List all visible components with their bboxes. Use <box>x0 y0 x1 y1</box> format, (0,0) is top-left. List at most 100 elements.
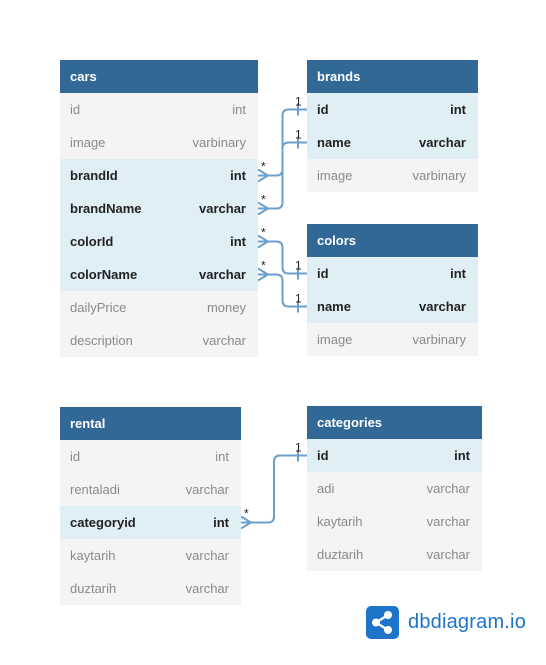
field-name: name <box>317 299 351 314</box>
field-name: duztarih <box>317 547 364 562</box>
field-row-categories-duztarih[interactable]: duztarih varchar <box>307 538 482 571</box>
field-name: image <box>70 135 106 150</box>
cardinality-one: 1 <box>295 441 302 455</box>
field-row-categories-kaytarih[interactable]: kaytarih varchar <box>307 505 482 538</box>
field-row-cars-brandName[interactable]: brandName varchar <box>60 192 258 225</box>
field-row-categories-adi[interactable]: adi varchar <box>307 472 482 505</box>
field-row-cars-description[interactable]: description varchar <box>60 324 258 357</box>
field-type: int <box>450 102 466 117</box>
field-type: varchar <box>426 514 470 529</box>
field-row-brands-id[interactable]: id int <box>307 93 478 126</box>
field-name: id <box>70 449 81 464</box>
field-row-cars-image[interactable]: image varbinary <box>60 126 258 159</box>
field-row-rental-rentaladi[interactable]: rentaladi varchar <box>60 473 241 506</box>
field-name: id <box>317 448 329 463</box>
field-row-brands-image[interactable]: image varbinary <box>307 159 478 192</box>
field-type: varchar <box>185 548 229 563</box>
field-type: int <box>215 449 229 464</box>
field-row-cars-dailyPrice[interactable]: dailyPrice money <box>60 291 258 324</box>
field-name: description <box>70 333 133 348</box>
field-name: name <box>317 135 351 150</box>
cardinality-many: * <box>261 160 266 174</box>
table-header-rental[interactable]: rental <box>60 407 241 440</box>
field-row-cars-colorName[interactable]: colorName varchar <box>60 258 258 291</box>
crows-foot-marker <box>240 515 253 530</box>
field-type: varchar <box>202 333 246 348</box>
logo-text: dbdiagram.io <box>408 611 527 633</box>
table-categories[interactable]: categories id int adi varchar kaytarih varchar… <box>307 406 482 571</box>
cardinality-one: 1 <box>295 292 302 306</box>
cardinality-one: 1 <box>295 95 302 109</box>
field-row-colors-name[interactable]: name varchar <box>307 290 478 323</box>
field-row-rental-duztarih[interactable]: duztarih varchar <box>60 572 241 605</box>
field-row-cars-brandId[interactable]: brandId int <box>60 159 258 192</box>
crows-foot-marker <box>257 201 270 216</box>
table-header-colors[interactable]: colors <box>307 224 478 257</box>
field-name: categoryid <box>70 515 136 530</box>
field-row-rental-categoryid[interactable]: categoryid int <box>60 506 241 539</box>
field-name: brandId <box>70 168 118 183</box>
field-name: image <box>317 168 353 183</box>
crows-foot-marker <box>257 168 270 183</box>
field-name: id <box>317 102 329 117</box>
field-type: varchar <box>199 267 246 282</box>
field-type: int <box>230 168 246 183</box>
field-type: varchar <box>419 299 466 314</box>
field-type: int <box>230 234 246 249</box>
field-name: brandName <box>70 201 142 216</box>
field-name: rentaladi <box>70 482 120 497</box>
field-row-colors-id[interactable]: id int <box>307 257 478 290</box>
relation-line[interactable] <box>258 240 307 275</box>
field-name: adi <box>317 481 335 496</box>
field-type: varbinary <box>192 135 246 150</box>
cardinality-many: * <box>261 259 266 273</box>
table-colors[interactable]: colors id int name varchar image varbinary <box>307 224 478 356</box>
field-type: varchar <box>185 482 229 497</box>
relation-line[interactable] <box>258 108 307 177</box>
cardinality-many: * <box>261 193 266 207</box>
cardinality-many: * <box>261 226 266 240</box>
cardinality-one: 1 <box>295 128 302 142</box>
field-type: varchar <box>185 581 229 596</box>
share-nodes-icon <box>366 606 399 639</box>
cardinality-many: * <box>244 507 249 521</box>
field-name: colorId <box>70 234 114 249</box>
field-type: varchar <box>199 201 246 216</box>
table-rental[interactable]: rental id int rentaladi varchar categoryid int… <box>60 407 241 605</box>
field-type: int <box>454 448 470 463</box>
field-type: int <box>450 266 466 281</box>
field-row-categories-id[interactable]: id int <box>307 439 482 472</box>
field-name: dailyPrice <box>70 300 127 315</box>
table-header-brands[interactable]: brands <box>307 60 478 93</box>
field-row-brands-name[interactable]: name varchar <box>307 126 478 159</box>
field-type: varchar <box>426 481 470 496</box>
field-name: kaytarih <box>317 514 363 529</box>
field-type: money <box>206 300 246 315</box>
relation-line[interactable] <box>258 273 307 308</box>
field-type: varbinary <box>412 332 466 347</box>
field-row-rental-id[interactable]: id int <box>60 440 241 473</box>
table-header-categories[interactable]: categories <box>307 406 482 439</box>
field-type: int <box>232 102 246 117</box>
dbdiagram-logo[interactable]: dbdiagram.io <box>366 606 526 639</box>
table-header-cars[interactable]: cars <box>60 60 258 93</box>
field-type: int <box>213 515 229 530</box>
relation-line[interactable] <box>241 454 307 524</box>
relation-line[interactable] <box>258 141 307 210</box>
crows-foot-marker <box>257 234 270 249</box>
field-row-cars-colorId[interactable]: colorId int <box>60 225 258 258</box>
field-type: varbinary <box>412 168 466 183</box>
field-type: varchar <box>419 135 466 150</box>
field-name: duztarih <box>70 581 117 596</box>
crows-foot-marker <box>257 267 270 282</box>
field-name: colorName <box>70 267 138 282</box>
field-type: varchar <box>426 547 470 562</box>
field-name: id <box>317 266 329 281</box>
table-brands[interactable]: brands id int name varchar image varbinary <box>307 60 478 192</box>
field-name: image <box>317 332 353 347</box>
field-row-colors-image[interactable]: image varbinary <box>307 323 478 356</box>
